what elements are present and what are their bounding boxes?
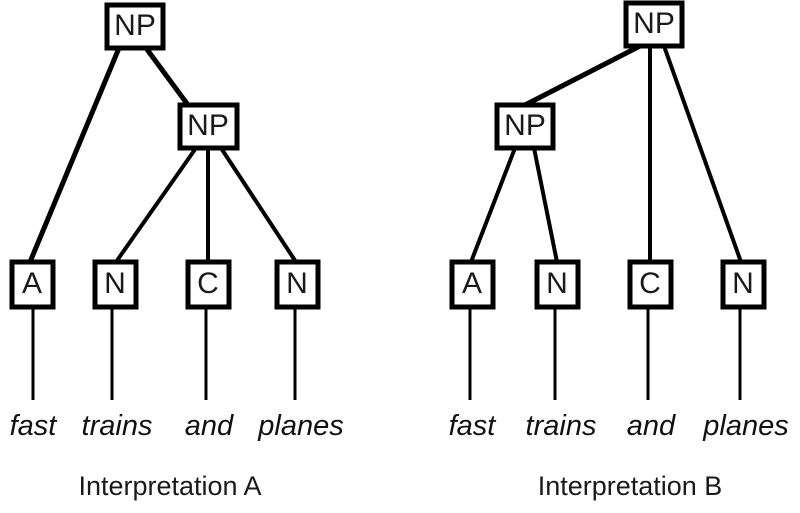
node-label-b-pos-3: C: [639, 267, 661, 300]
node-a-np2[interactable]: NP: [177, 102, 240, 151]
node-box-b-np2: [494, 102, 556, 151]
node-box-b-pos-3: [627, 259, 674, 310]
node-label-a-pos-3: C: [197, 267, 219, 300]
node-label-b-pos-1: A: [462, 267, 482, 300]
node-b-root[interactable]: NP: [623, 0, 685, 49]
node-box-b-pos-1: [449, 259, 496, 310]
node-b-pos-3[interactable]: C: [627, 259, 674, 310]
node-label-a-np2: NP: [187, 109, 229, 142]
caption-tree-b: Interpretation B: [538, 471, 723, 501]
terminal-word-4: planes: [257, 410, 343, 442]
terminal-word-4: planes: [702, 410, 788, 442]
node-box-a-pos-2: [92, 259, 139, 310]
node-box-a-root: [104, 2, 166, 51]
tree-branch-b-np2-to-b-pos-2: [532, 147, 559, 263]
node-label-a-root: NP: [114, 9, 156, 42]
terminal-word-2: trains: [526, 410, 597, 442]
tree-branch-a-root-to-a-np2: [143, 46, 191, 107]
terminal-word-2: trains: [82, 410, 153, 442]
node-label-b-pos-4: N: [732, 267, 754, 300]
tree-branch-b-root-to-b-np2: [523, 43, 642, 108]
node-box-b-pos-2: [534, 259, 581, 310]
node-a-pos-3[interactable]: C: [185, 259, 232, 310]
node-a-pos-4[interactable]: N: [274, 259, 321, 310]
tree-branch-a-np2-to-a-pos-2: [114, 146, 198, 264]
node-label-a-pos-2: N: [104, 267, 126, 300]
node-label-b-np2: NP: [504, 109, 546, 142]
node-box-a-pos-4: [274, 259, 321, 310]
tree-branch-a-root-to-a-pos-1: [27, 47, 122, 263]
node-b-pos-2[interactable]: N: [534, 259, 581, 310]
node-box-a-pos-1: [9, 259, 56, 310]
terminal-word-3: and: [185, 410, 234, 442]
node-label-a-pos-1: A: [22, 267, 42, 300]
node-label-b-root: NP: [633, 7, 675, 40]
terminal-word-1: fast: [10, 410, 59, 442]
node-a-pos-2[interactable]: N: [92, 259, 139, 310]
terminal-word-3: and: [627, 410, 676, 442]
node-label-b-pos-2: N: [546, 267, 568, 300]
tree-branch-b-root-to-b-pos-4: [662, 45, 743, 263]
node-b-np2[interactable]: NP: [494, 102, 556, 151]
node-a-pos-1[interactable]: A: [9, 259, 56, 310]
node-b-pos-1[interactable]: A: [449, 259, 496, 310]
tree-branch-a-np2-to-a-pos-4: [219, 146, 298, 264]
node-b-pos-4[interactable]: N: [720, 259, 767, 310]
node-box-b-pos-4: [720, 259, 767, 310]
node-label-a-pos-4: N: [286, 267, 308, 300]
caption-tree-a: Interpretation A: [78, 471, 261, 501]
tree-branch-b-np2-to-b-pos-1: [469, 147, 517, 263]
node-box-b-root: [623, 0, 685, 49]
node-box-a-pos-3: [185, 259, 232, 310]
node-a-root[interactable]: NP: [104, 2, 166, 51]
terminal-word-1: fast: [449, 410, 498, 442]
node-box-a-np2: [177, 102, 240, 151]
